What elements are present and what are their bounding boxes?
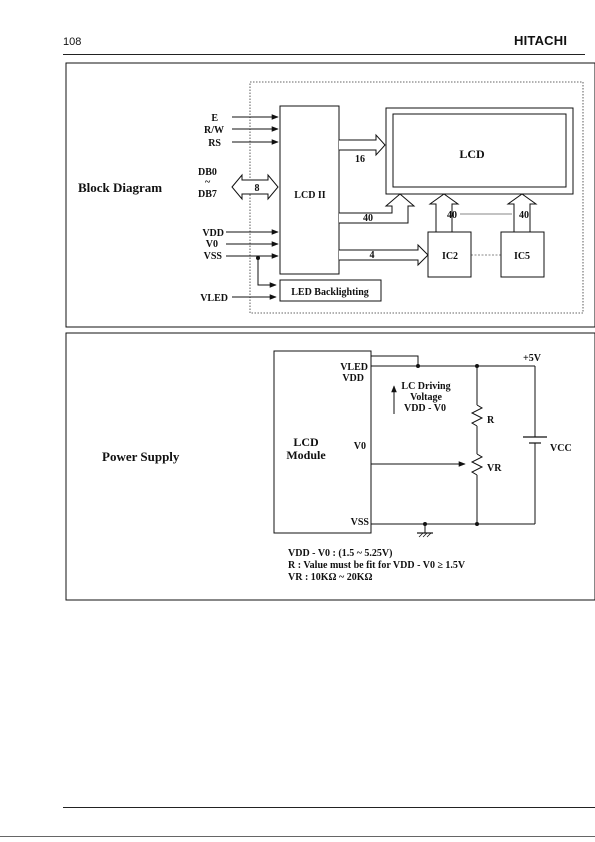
signal-rw: R/W [204,125,224,136]
signal-vled: VLED [200,293,228,304]
resistor-vr-label: VR [487,463,502,474]
signal-v0: V0 [206,239,218,250]
lcd-module-box [273,350,372,534]
vss-to-backlight [257,258,277,288]
ic5-box [500,231,545,278]
signal-vdd: VDD [202,228,224,239]
bus-width-ic2-in: 4 [370,250,375,261]
lcd-controller-box [279,105,340,275]
block-diagram-label: Block Diagram [78,180,162,195]
module-label-line1: LCD [293,435,319,449]
signal-vss: VSS [204,251,223,262]
driving-line3: VDD - V0 [404,403,446,414]
header-rule [63,54,585,55]
bus-width-display: 16 [355,154,365,165]
lcd-display-inner [392,113,567,188]
note-3: VR : 10KΩ ~ 20KΩ [288,572,373,583]
signal-db0: DB0 [198,167,217,178]
module-label-line2: Module [286,448,326,462]
data-bus-arrow [231,173,279,201]
vled-wire [371,355,419,366]
driving-line2: Voltage [410,392,442,403]
resistor-r-label: R [487,415,495,426]
backlight-box [279,279,382,302]
block-diagram-frame [65,62,595,328]
backlight-label: LED Backlighting [291,287,369,298]
note-1: VDD - V0 : (1.5 ~ 5.25V) [288,548,392,559]
bus-width-data: 8 [255,183,260,194]
resistor-vr [470,453,484,476]
pin-vled: VLED [340,362,368,373]
module-outline [249,81,584,314]
lcd-display-label: LCD [459,147,485,161]
signal-tilde: ~ [205,177,211,188]
vcc-label: VCC [550,443,572,454]
lcd-controller-label: LCD II [294,190,326,201]
ic2-box [427,231,472,278]
resistor-r [470,404,484,427]
bus-16-arrow [339,133,386,157]
ic2-output-arrow [428,193,460,233]
brand-logo: HITACHI [514,33,568,48]
note-2: R : Value must be fit for VDD - V0 ≥ 1.5… [288,560,466,571]
ground-hatch-2 [422,532,428,538]
driving-line1: LC Driving [401,381,450,392]
ground-hatch-3 [426,532,432,538]
ic5-label: IC5 [514,251,530,262]
bus-width-ic2-out: 40 [447,210,457,221]
power-supply-label: Power Supply [102,449,180,464]
signal-e: E [211,113,218,124]
ic5-output-arrow [506,193,538,233]
bus-4-arrow [339,243,429,267]
pin-v0: V0 [354,441,366,452]
ground-hatch-1 [418,532,424,538]
power-supply-frame [65,332,595,601]
footer-rule [63,807,595,808]
page-number: 108 [63,36,82,48]
pin-vss: VSS [351,517,370,528]
signal-db7: DB7 [198,189,217,200]
bus-width-ic: 40 [363,213,373,224]
pin-vdd: VDD [342,373,364,384]
bus-width-ic5-out: 40 [519,210,529,221]
page-bottom-rule [0,836,595,837]
bottom-junction-b [475,522,479,526]
ic2-label: IC2 [442,251,458,262]
supply-voltage: +5V [523,353,542,364]
signal-rs: RS [208,138,221,149]
top-junction-a [416,364,420,368]
bus-40-arrow [339,193,416,224]
